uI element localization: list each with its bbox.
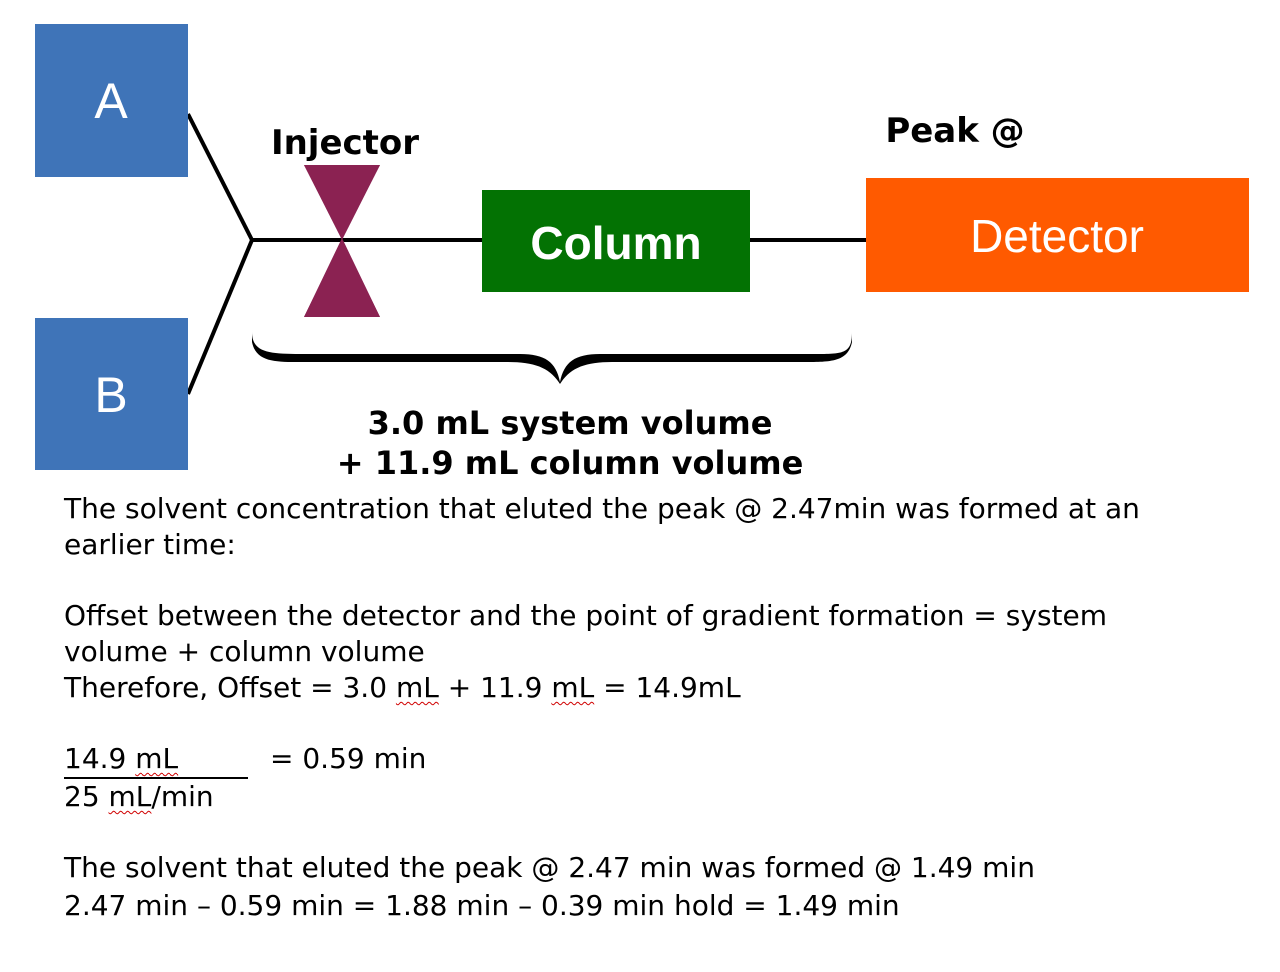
conclusion-line-2: 2.47 min – 0.59 min = 1.88 min – 0.39 mi… — [64, 889, 900, 922]
flow-diagram: A B Injector Column Peak @ Detector 3.0 … — [35, 24, 1249, 482]
offset-calculation: Therefore, Offset = 3.0 mL + 11.9 mL = 1… — [64, 670, 1107, 706]
offset-line-1: Offset between the detector and the poin… — [64, 599, 1108, 632]
offset-calc-mid: + 11.9 — [438, 671, 552, 704]
system-volume-label: 3.0 mL system volume — [368, 404, 773, 442]
fraction-calculation: 14.9 mL = 0.59 min 25 mL/min — [64, 741, 426, 815]
solvent-b-label: B — [94, 367, 127, 423]
explanation-paragraph: The solvent concentration that eluted th… — [64, 491, 1140, 563]
column-label: Column — [530, 217, 701, 269]
injector-label: Injector — [271, 123, 419, 163]
fraction-numerator-row: 14.9 mL = 0.59 min — [64, 741, 426, 779]
offset-calc-suffix: = 14.9mL — [594, 671, 741, 704]
solvent-a-label: A — [94, 73, 128, 129]
fraction-result: = 0.59 min — [270, 742, 427, 775]
peak-label: Peak @ — [885, 111, 1024, 151]
detector-rect — [866, 178, 1249, 292]
fraction-denominator-value: 25 — [64, 780, 109, 813]
solvent-a-box: A — [35, 24, 188, 177]
offset-calc-unit-2: mL — [551, 671, 595, 704]
detector-label: Detector — [970, 210, 1144, 262]
offset-line-2: volume + column volume — [64, 635, 425, 668]
fraction-denominator-suffix: /min — [151, 780, 214, 813]
offset-paragraph: Offset between the detector and the poin… — [64, 598, 1107, 706]
conclusion-line-1: The solvent that eluted the peak @ 2.47 … — [64, 851, 1035, 884]
column-rect — [482, 190, 750, 292]
fraction-numerator-value: 14.9 — [64, 742, 136, 775]
volume-brace — [252, 332, 852, 384]
column-volume-label: + 11.9 mL column volume — [337, 444, 804, 482]
explanation-line-2: earlier time: — [64, 528, 236, 561]
solvent-b-box: B — [35, 318, 188, 470]
fraction-denominator-unit: mL — [108, 780, 152, 813]
fraction-numerator-unit: mL — [135, 742, 179, 775]
column-box: Column — [482, 190, 750, 292]
injector-bottom-triangle — [304, 240, 380, 317]
detector-box: Detector — [866, 178, 1249, 292]
explanation-line-1: The solvent concentration that eluted th… — [64, 492, 1140, 525]
fraction-numerator: 14.9 mL — [64, 741, 248, 779]
conclusion-paragraph: The solvent that eluted the peak @ 2.47 … — [64, 849, 1035, 925]
line-a-to-junction — [186, 113, 254, 241]
offset-calc-prefix: Therefore, Offset = 3.0 — [64, 671, 396, 704]
solvent-b-rect — [35, 318, 188, 470]
injector-top-triangle — [304, 165, 380, 240]
offset-calc-unit-1: mL — [395, 671, 439, 704]
fraction-denominator-row: 25 mL/min — [64, 779, 426, 815]
line-b-to-junction — [186, 239, 254, 395]
solvent-a-rect — [35, 24, 188, 177]
